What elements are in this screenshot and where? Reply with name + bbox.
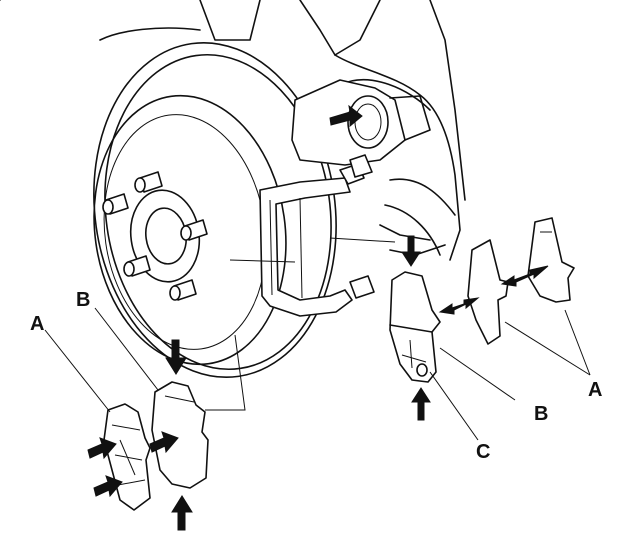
wheel-studs: [102, 171, 208, 301]
assembly-guide-lines: [205, 237, 396, 411]
diagram-labels: A B B C A: [30, 289, 602, 463]
arrow-icon: [411, 387, 431, 421]
arrow-icon: [329, 104, 363, 128]
assembly-arrows: [87, 104, 549, 531]
double-arrow-icon: [500, 265, 549, 287]
left-brake-pad: [151, 381, 209, 489]
label-a-right: A: [588, 379, 602, 401]
arrow-icon: [93, 475, 123, 498]
arrow-icon: [401, 235, 421, 267]
wheel-stud: [180, 219, 208, 241]
left-pad-shim: [103, 403, 151, 511]
label-c-right: C: [476, 441, 490, 463]
right-brake-pad: [389, 271, 441, 383]
double-arrow-icon: [438, 297, 480, 315]
wheel-stud: [169, 279, 197, 301]
wheel-stud: [134, 171, 163, 193]
arrow-icon: [87, 437, 117, 460]
brake-rotor: [93, 41, 337, 379]
label-a-left: A: [30, 313, 44, 335]
right-outer-pad-shim: [527, 217, 575, 303]
arrow-icon: [149, 431, 179, 454]
wheel-stud: [123, 255, 151, 277]
right-inner-pad-shim: [467, 239, 509, 345]
label-b-left: B: [76, 289, 90, 311]
caliper-bracket: [259, 163, 375, 317]
arrow-icon: [165, 339, 187, 375]
label-leader-lines: [44, 307, 591, 441]
wheel-stud: [102, 193, 129, 215]
label-b-right: B: [534, 403, 548, 425]
arrow-icon: [171, 495, 193, 531]
caliper-body: [291, 79, 431, 178]
